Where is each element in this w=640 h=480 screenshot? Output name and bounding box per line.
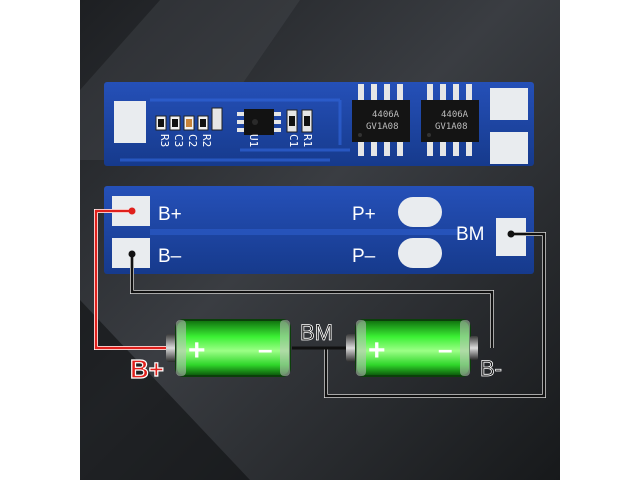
label-p-minus: P– bbox=[352, 246, 376, 267]
smd-components-left bbox=[155, 107, 223, 131]
mosfet-1-marking-line2: GV1A08 bbox=[366, 122, 399, 132]
top-pad-left bbox=[114, 101, 146, 143]
wire-label-bm: BM bbox=[300, 320, 333, 345]
mosfet-2-marking-line2: GV1A08 bbox=[435, 122, 468, 132]
component-label-c2: C2 bbox=[186, 134, 199, 147]
pad-p-minus bbox=[398, 238, 442, 268]
battery-left-minus: – bbox=[258, 334, 272, 364]
battery-right: + – bbox=[346, 319, 471, 377]
label-b-plus: B+ bbox=[158, 204, 182, 225]
red-wire-b-plus bbox=[94, 207, 168, 350]
top-pad-right-lower bbox=[490, 132, 528, 164]
label-b-minus: B– bbox=[158, 246, 182, 267]
black-wire-bm bbox=[324, 230, 546, 398]
label-bm: BM bbox=[456, 224, 485, 245]
battery-right-plus: + bbox=[368, 334, 386, 367]
battery-right-cap bbox=[470, 336, 478, 360]
component-label-r3: R3 bbox=[158, 134, 171, 147]
background-shading bbox=[80, 300, 250, 480]
battery-left: + – bbox=[166, 319, 291, 377]
wire-label-b-minus: B- bbox=[480, 356, 502, 381]
battery-left-plus: + bbox=[188, 334, 206, 367]
mosfet-1-marking-line1: 4406A bbox=[372, 110, 400, 120]
smd-components-right bbox=[286, 109, 313, 133]
component-label-r1: R1 bbox=[301, 134, 314, 147]
mosfet-2-marking-line1: 4406A bbox=[441, 110, 469, 120]
white-border-left bbox=[0, 0, 80, 480]
component-label-u1: U1 bbox=[247, 134, 260, 147]
battery-right-minus: – bbox=[438, 334, 452, 364]
component-label-c1: C1 bbox=[287, 134, 300, 147]
component-label-r2: R2 bbox=[200, 134, 213, 147]
mosfet-chip-1: 4406A GV1A08 bbox=[352, 84, 410, 156]
bottom-pcb-board: B+ B– P+ P– BM bbox=[104, 186, 534, 274]
u1-chip bbox=[237, 109, 281, 135]
top-pad-right-upper bbox=[490, 88, 528, 120]
component-label-c3: C3 bbox=[172, 134, 185, 147]
label-p-plus: P+ bbox=[352, 204, 376, 225]
wire-label-b-plus: B+ bbox=[130, 354, 164, 384]
mosfet-chip-2: 4406A GV1A08 bbox=[421, 84, 479, 156]
pad-p-plus bbox=[398, 197, 442, 227]
black-wire-b-minus bbox=[128, 250, 494, 348]
white-border-right bbox=[560, 0, 640, 480]
